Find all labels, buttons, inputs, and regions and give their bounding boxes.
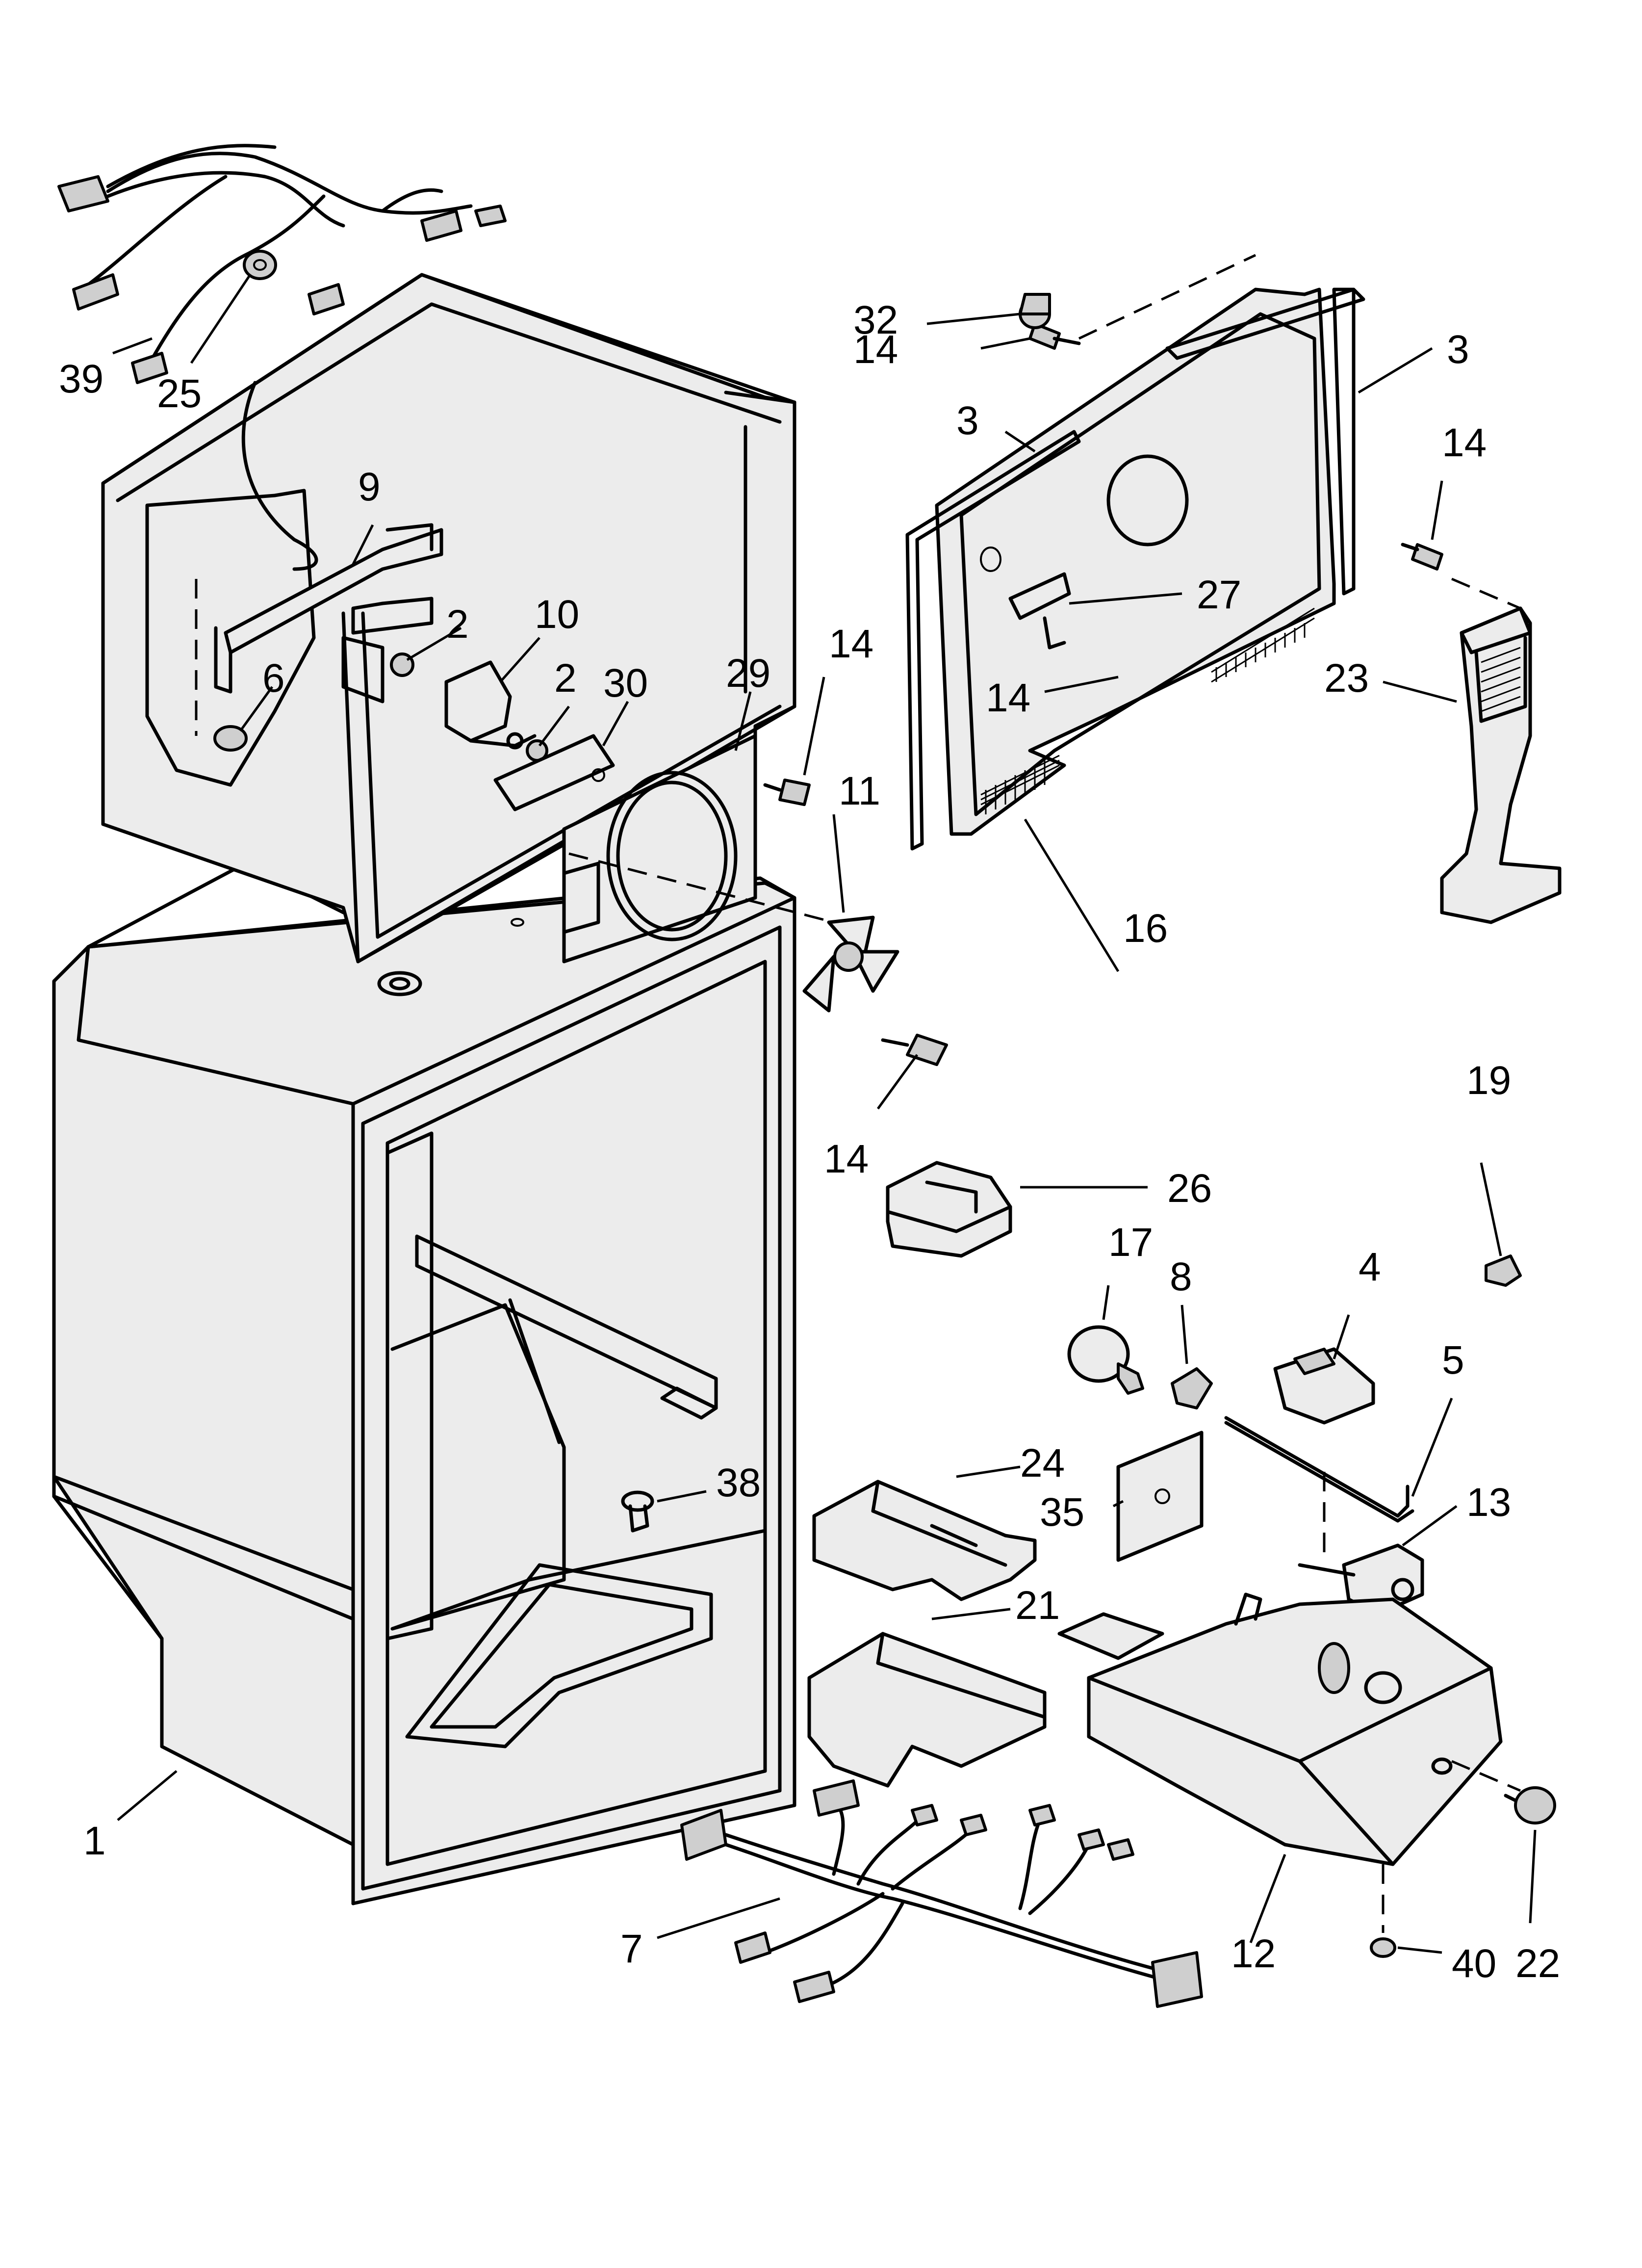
- part-23-air-duct: [1440, 577, 1562, 924]
- callout-25: 25: [157, 371, 202, 416]
- callout-11: 11: [839, 769, 880, 813]
- callout-32: 32: [853, 298, 898, 342]
- callout-9: 9: [358, 465, 381, 509]
- callout-26: 26: [1167, 1166, 1212, 1211]
- part-29-fan-bracket: [562, 734, 834, 964]
- part-38-plug: [621, 1490, 654, 1533]
- part-35-bracket-plate: [1116, 1431, 1204, 1562]
- callout-3-left: 3: [956, 398, 979, 443]
- part-17-light-bulb: [1067, 1325, 1144, 1395]
- part-39-wire-harness: [57, 144, 507, 384]
- callout-3-right: 3: [1447, 327, 1469, 372]
- callout-13: 13: [1466, 1480, 1511, 1525]
- part-19-clip: [1485, 1254, 1522, 1287]
- part-16-evaporator-cover: [935, 287, 1336, 836]
- part-26-housing: [886, 1161, 1012, 1258]
- part-32-spacer: [1019, 293, 1051, 329]
- callout-29: 29: [726, 651, 770, 696]
- part-13-control: [1298, 1472, 1424, 1616]
- part-40-nut: [1370, 1937, 1396, 1958]
- callout-21: 21: [1015, 1583, 1060, 1628]
- part-22-knob: [1504, 1786, 1556, 1825]
- callout-16: 16: [1123, 906, 1168, 951]
- callout-38: 38: [716, 1460, 761, 1505]
- light-shield: [1057, 1612, 1164, 1660]
- callout-5: 5: [1442, 1338, 1464, 1382]
- callout-labels: 1 2 2 3 3 4 5 6 7 8 9 10 11 12 13 14 14 …: [59, 298, 1560, 1986]
- callout-39: 39: [59, 357, 103, 401]
- part-16-vent-right: [1211, 607, 1315, 683]
- callout-22: 22: [1515, 1941, 1560, 1986]
- callout-27: 27: [1197, 573, 1241, 617]
- callout-2-lower: 2: [554, 656, 577, 701]
- callout-40: 40: [1452, 1941, 1496, 1986]
- callout-24: 24: [1020, 1441, 1065, 1486]
- part-5-capillary-tube: [1224, 1416, 1414, 1523]
- part-14-screw-fan: [881, 1034, 948, 1066]
- part-14-screw-top: [1028, 322, 1081, 350]
- part-9-bracket: [214, 523, 443, 694]
- part-23-grille: [1481, 647, 1521, 712]
- callout-14-top: 14: [853, 327, 898, 372]
- part-16-vent-lower: [980, 755, 1060, 814]
- part-8-socket: [1171, 1367, 1213, 1409]
- part-30-duct-bracket: [493, 734, 615, 811]
- callout-14-panel: 14: [986, 676, 1030, 720]
- part-3-seal-left: [905, 430, 1081, 851]
- part-4-control: [1273, 1347, 1375, 1425]
- callout-2-upper: 2: [446, 602, 469, 647]
- part-3-seal-right: [1078, 254, 1365, 596]
- callout-19: 19: [1466, 1058, 1511, 1103]
- callout-4: 4: [1359, 1245, 1381, 1289]
- callout-10: 10: [535, 592, 579, 637]
- callout-14-right: 14: [1442, 420, 1487, 465]
- callout-14-bracket: 14: [829, 622, 873, 666]
- callout-30: 30: [603, 661, 648, 705]
- callout-17: 17: [1108, 1220, 1153, 1265]
- part-21-housing-base: [807, 1632, 1047, 1788]
- part-1-cabinet-liner: [52, 861, 796, 1905]
- part-25-grommet: [243, 250, 277, 280]
- part-6-plug: [195, 579, 248, 752]
- callout-7: 7: [620, 1927, 643, 1971]
- callout-1: 1: [83, 1819, 106, 1863]
- callout-14-fan: 14: [824, 1137, 869, 1181]
- part-14-screw-right: [1401, 543, 1443, 571]
- harness-loop: [241, 381, 318, 571]
- part-27-clip: [1008, 572, 1071, 650]
- leader-lines: [112, 274, 1537, 1954]
- callout-23: 23: [1324, 656, 1369, 701]
- part-12-control-housing: [1087, 1592, 1521, 1933]
- callout-8: 8: [1170, 1254, 1192, 1299]
- part-24-housing-cover: [812, 1480, 1037, 1601]
- part-7-wire-harness: [680, 1779, 1203, 2008]
- callout-12: 12: [1231, 1931, 1276, 1976]
- part-10-damper-motor: [444, 660, 537, 750]
- part-11-fan-blade: [802, 915, 899, 1013]
- freezer-liner: [101, 273, 796, 964]
- callout-35: 35: [1040, 1490, 1084, 1535]
- part-14-screw-bracket: [763, 779, 811, 806]
- callout-6: 6: [262, 656, 285, 701]
